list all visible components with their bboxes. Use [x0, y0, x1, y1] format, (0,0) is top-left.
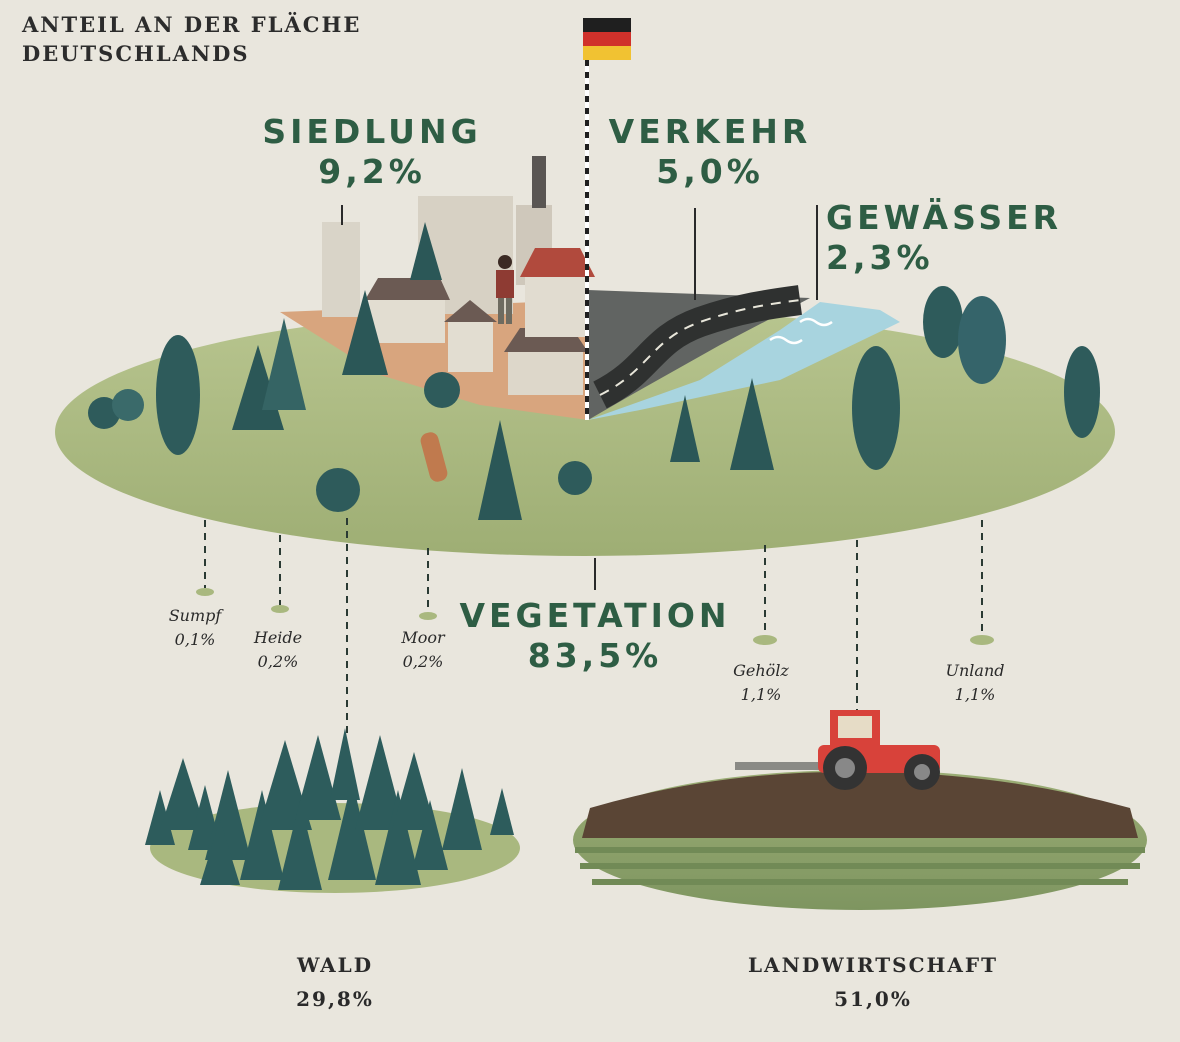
siedlung-name: SIEDLUNG [262, 112, 482, 151]
landwirtschaft-label: LANDWIRTSCHAFT 51,0% [718, 948, 1028, 1016]
water-wave-1 [769, 335, 803, 345]
water-area [588, 302, 900, 420]
german-flag-icon [583, 18, 631, 60]
gehoelz-name: Gehölz [733, 661, 789, 680]
dash-end-dots [196, 588, 994, 645]
verkehr-value: 5,0% [656, 152, 764, 191]
island-trees [88, 222, 1100, 520]
sumpf-label: Sumpf 0,1% [150, 604, 240, 652]
wald-name: WALD [296, 953, 374, 977]
title-line-2: DEUTSCHLANDS [22, 41, 250, 66]
soil-area [582, 771, 1138, 838]
sumpf-value: 0,1% [174, 630, 216, 649]
siedlung-value: 9,2% [318, 152, 426, 191]
road-markings [599, 299, 801, 396]
wald-label: WALD 29,8% [220, 948, 450, 1016]
gehoelz-label: Gehölz 1,1% [716, 659, 806, 707]
moor-label: Moor 0,2% [378, 626, 468, 674]
traffic-area [588, 290, 810, 420]
moor-name: Moor [401, 628, 445, 647]
sumpf-name: Sumpf [168, 606, 222, 625]
heide-name: Heide [253, 628, 303, 647]
gewaesser-name: GEWÄSSER [826, 198, 1063, 237]
heide-label: Heide 0,2% [233, 626, 323, 674]
unland-label: Unland 1,1% [930, 659, 1020, 707]
field-rows [575, 847, 1145, 885]
wald-value: 29,8% [296, 987, 374, 1011]
flag-pole [585, 60, 589, 420]
chart-title: ANTEIL AN DER FLÄCHE DEUTSCHLANDS [22, 10, 361, 68]
vegetation-name: VEGETATION [459, 596, 731, 635]
heide-value: 0,2% [257, 652, 299, 671]
landwirtschaft-value: 51,0% [834, 987, 912, 1011]
landwirtschaft-name: LANDWIRTSCHAFT [747, 953, 999, 977]
person-icon [496, 255, 514, 324]
tractor-icon [735, 710, 940, 790]
gehoelz-value: 1,1% [740, 685, 782, 704]
unland-name: Unland [945, 661, 1005, 680]
gewaesser-value: 2,3% [826, 238, 934, 277]
water-wave-2 [799, 317, 833, 327]
unland-value: 1,1% [954, 685, 996, 704]
buildings [322, 156, 595, 395]
title-line-1: ANTEIL AN DER FLÄCHE [22, 12, 362, 37]
dashed-lines [204, 518, 983, 735]
moor-value: 0,2% [402, 652, 444, 671]
vegetation-value: 83,5% [527, 636, 663, 675]
leader-lines [341, 205, 818, 590]
verkehr-name: VERKEHR [608, 112, 812, 151]
forest-trees [145, 728, 514, 890]
